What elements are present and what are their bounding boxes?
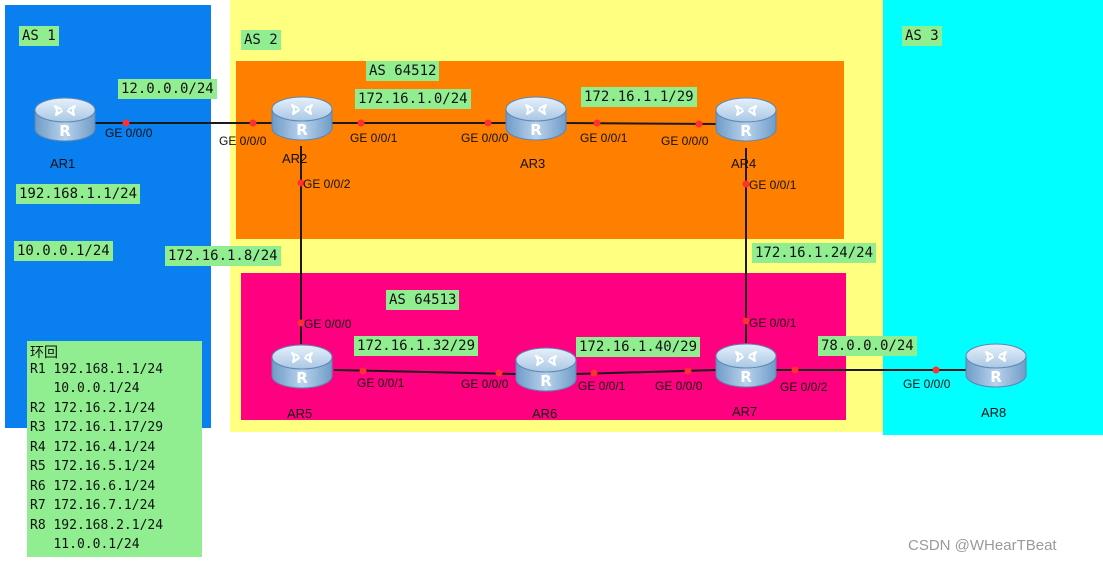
port-dot-ar2-g001 (357, 119, 365, 127)
as64512-label: AS 64512 (366, 61, 440, 81)
network-label-ar6-ar7: 172.16.1.40/29 (576, 337, 701, 357)
loopback-title: 环回 (30, 345, 58, 361)
port-label-ar8-g000: GE 0/0/0 (903, 377, 951, 391)
loopback-row: R1 192.168.1.1/24 (30, 362, 164, 377)
port-label-ar2-g000: GE 0/0/0 (219, 134, 267, 148)
port-dot-ar6-g000 (495, 369, 503, 377)
port-label-ar6-g000: GE 0/0/0 (461, 377, 509, 391)
port-label-ar2-g001: GE 0/0/1 (350, 131, 398, 145)
port-dot-ar7-g002 (791, 366, 799, 374)
as1-label: AS 1 (19, 26, 59, 46)
router-ar6-name: AR6 (532, 406, 558, 421)
loopback-row: R4 172.16.4.1/24 (30, 440, 156, 455)
port-dot-ar2-g000 (249, 119, 257, 127)
as64512-region (236, 61, 844, 239)
link-ar6-ar7 (575, 369, 717, 375)
link-ar3-ar4 (565, 122, 717, 125)
loopback-row: R5 172.16.5.1/24 (30, 459, 156, 474)
port-dot-ar3-g001 (593, 119, 601, 127)
network-label-ar5-ar6: 172.16.1.32/29 (354, 336, 479, 356)
router-ar7-icon[interactable] (715, 342, 777, 388)
network-label-12: 12.0.0.0/24 (118, 79, 217, 99)
port-label-ar7-g001: GE 0/0/1 (749, 316, 797, 330)
loopback-row: R6 172.16.6.1/24 (30, 479, 156, 494)
port-dot-ar5-g001 (359, 367, 367, 375)
loopback-row: 11.0.0.1/24 (30, 537, 140, 552)
network-label-ar2-ar5: 172.16.1.8/24 (165, 246, 281, 266)
port-dot-ar6-g001 (590, 369, 598, 377)
watermark: CSDN @WHearTBeat (908, 537, 1057, 554)
port-label-ar5-g001: GE 0/0/1 (357, 376, 405, 390)
router-ar4-icon[interactable] (715, 96, 777, 142)
router-ar8-name: AR8 (981, 405, 1007, 420)
network-label-78: 78.0.0.0/24 (818, 336, 917, 356)
port-dot-ar2-g002 (297, 179, 305, 187)
port-label-ar6-g001: GE 0/0/1 (578, 379, 626, 393)
as3-label: AS 3 (902, 26, 942, 46)
loopback-row: R7 172.16.7.1/24 (30, 498, 156, 513)
loopback-row: R8 192.168.2.1/24 (30, 518, 164, 533)
port-dot-ar4-g001 (742, 180, 750, 188)
loopback-table: 环回 R1 192.168.1.1/24 10.0.0.1/24 R2 172.… (27, 341, 202, 557)
port-dot-ar7-g001 (742, 317, 750, 325)
network-label-ar2-ar3: 172.16.1.0/24 (355, 89, 471, 109)
loopback-row: R2 172.16.2.1/24 (30, 401, 156, 416)
port-label-ar3-g001: GE 0/0/1 (580, 131, 628, 145)
port-label-ar3-g000: GE 0/0/0 (461, 131, 509, 145)
port-dot-ar4-g000 (695, 120, 703, 128)
loopback-row: 10.0.0.1/24 (30, 381, 140, 396)
router-ar4-name: AR4 (731, 156, 757, 171)
port-dot-ar5-g000 (297, 319, 305, 327)
as2-label: AS 2 (241, 30, 281, 50)
port-dot-ar1-g000 (122, 119, 130, 127)
router-ar2-name: AR2 (282, 151, 308, 166)
network-label-ar3-ar4: 172.16.1.1/29 (581, 87, 697, 107)
as64513-label: AS 64513 (386, 290, 460, 310)
network-label-as1-10: 10.0.0.1/24 (14, 241, 113, 261)
port-label-ar7-g002: GE 0/0/2 (780, 380, 828, 394)
router-ar8-icon[interactable] (965, 342, 1027, 388)
router-ar3-icon[interactable] (505, 95, 567, 141)
port-label-ar7-g000: GE 0/0/0 (655, 379, 703, 393)
router-ar2-icon[interactable] (271, 95, 333, 141)
port-label-ar5-g000: GE 0/0/0 (304, 317, 352, 331)
loopback-row: R3 172.16.1.17/29 (30, 420, 164, 435)
router-ar3-name: AR3 (520, 156, 546, 171)
port-dot-ar8-g000 (932, 366, 940, 374)
network-label-ar4-ar7: 172.16.1.24/24 (752, 243, 877, 263)
port-label-ar4-g000: GE 0/0/0 (661, 134, 709, 148)
port-dot-ar3-g000 (484, 119, 492, 127)
router-ar5-icon[interactable] (271, 343, 333, 389)
port-label-ar4-g001: GE 0/0/1 (749, 178, 797, 192)
router-ar6-icon[interactable] (515, 346, 577, 392)
port-dot-ar7-g000 (684, 367, 692, 375)
router-ar5-name: AR5 (287, 406, 313, 421)
port-label-ar1-g000: GE 0/0/0 (105, 126, 153, 140)
network-label-as1-192: 192.168.1.1/24 (16, 184, 141, 204)
router-ar7-name: AR7 (732, 404, 758, 419)
router-ar1-name: AR1 (50, 156, 76, 171)
port-label-ar2-g002: GE 0/0/2 (303, 177, 351, 191)
router-ar1-icon[interactable] (34, 96, 96, 142)
